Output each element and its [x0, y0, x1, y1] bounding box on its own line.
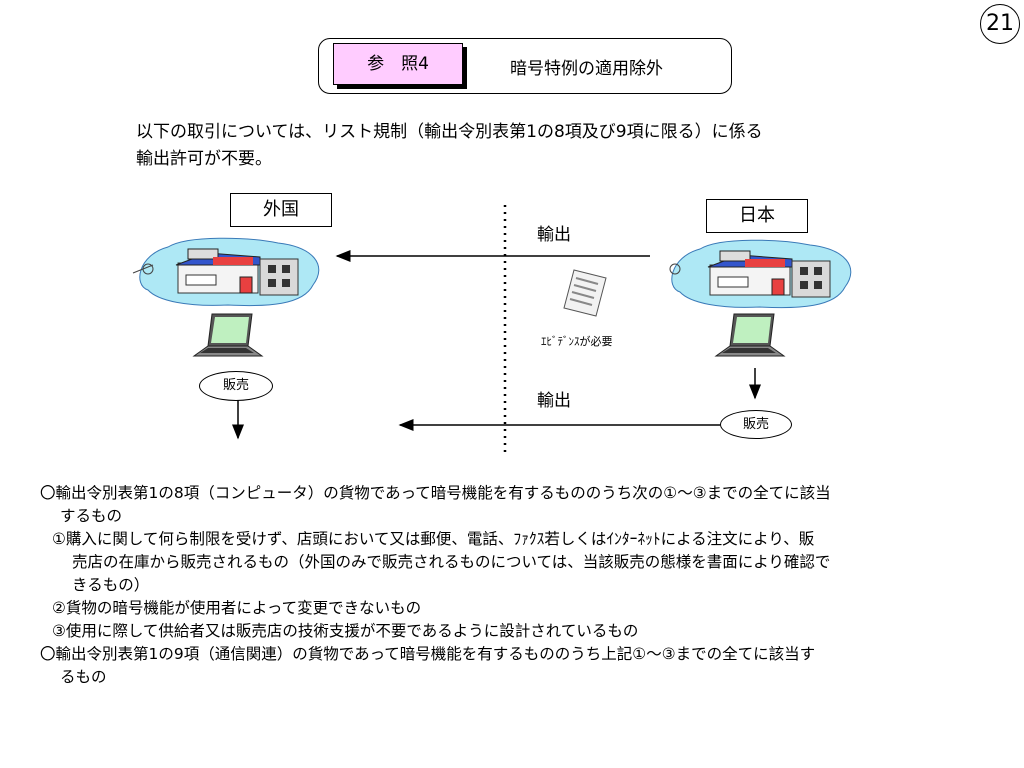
intro-line: 輸出許可が不要。 [136, 149, 272, 169]
export-label-top: 輸出 [537, 225, 571, 245]
condition-line: ②貨物の暗号機能が使用者によって変更できないもの [52, 599, 422, 617]
condition-line: きるもの） [72, 576, 150, 594]
condition-line: ③使用に際して供給者又は販売店の技術支援が不要であるように設計されているもの [52, 622, 639, 640]
foreign-label: 外国 [230, 193, 332, 227]
condition-line: 売店の在庫から販売されるもの（外国のみで販売されるものについては、当該販売の態様… [72, 553, 831, 571]
foreign-laptop-icon [192, 313, 264, 357]
reference-tag: 参 照4 [333, 43, 463, 85]
page-title: 暗号特例の適用除外 [510, 59, 663, 79]
japan-label: 日本 [706, 199, 808, 233]
foreign-sale-oval: 販売 [199, 371, 273, 401]
conditions-list: 〇輸出令別表第1の8項（コンピュータ）の貨物であって暗号機能を有するもののうち次… [40, 482, 1015, 689]
page-number: 21 [980, 4, 1020, 44]
evidence-label: ｴﾋﾞﾃﾞﾝｽが必要 [541, 335, 613, 348]
japan-sale-oval: 販売 [720, 410, 792, 439]
japan-store-icon [669, 239, 852, 309]
condition-line: するもの [60, 507, 123, 525]
japan-laptop-icon [714, 313, 786, 357]
intro-line: 以下の取引については、リスト規制（輸出令別表第1の8項及び9項に限る）に係る [136, 122, 763, 142]
condition-line: ①購入に関して何ら制限を受けず、店頭において又は郵便、電話、ﾌｧｸｽ若しくはｲﾝ… [52, 530, 815, 548]
condition-line: 〇輸出令別表第1の9項（通信関連）の貨物であって暗号機能を有するもののうち上記①… [40, 645, 816, 663]
condition-line: 〇輸出令別表第1の8項（コンピュータ）の貨物であって暗号機能を有するもののうち次… [40, 484, 831, 502]
foreign-store-icon [132, 237, 320, 307]
export-label-bottom: 輸出 [537, 391, 571, 411]
evidence-document-icon [563, 269, 607, 317]
condition-line: るもの [60, 668, 107, 686]
intro-paragraph: 以下の取引については、リスト規制（輸出令別表第1の8項及び9項に限る）に係る 輸… [136, 119, 936, 173]
